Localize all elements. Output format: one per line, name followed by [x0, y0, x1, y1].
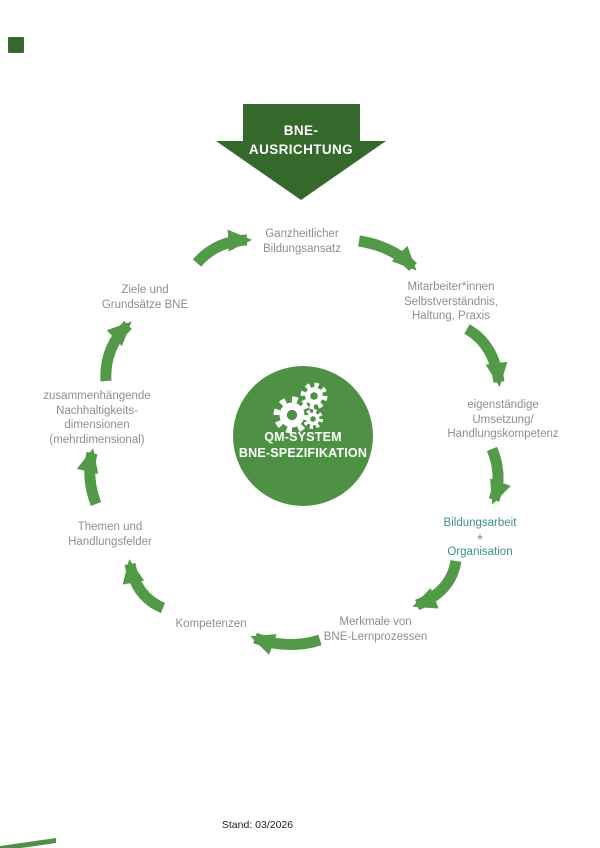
cycle-label-ziele-grundsaetze-bne: Ziele und Grundsätze BNE [75, 283, 215, 312]
title-line: BNE-SPEZIFIKATION [238, 445, 368, 460]
bottom-edge-accent [0, 838, 56, 848]
label-line: Nachhaltigkeits- [56, 404, 138, 417]
title-line: AUSRICHTUNG [248, 142, 354, 157]
cycle-label-merkmale-bne-lernprozesse: Merkmale von BNE-Lernprozessen [293, 615, 458, 644]
label-line: Umsetzung/ [472, 413, 534, 426]
footer-date: Stand: 03/2026 [221, 819, 294, 831]
cycle-arrow-mitarbeiter-to-eigenstaendige [464, 324, 508, 387]
label-line: Merkmale von [339, 616, 412, 628]
label-line: Grundsätze BNE [101, 298, 189, 311]
label-line: Ziele und [121, 284, 169, 296]
label-line: eigenständige [467, 399, 539, 411]
label-line: BNE-Lernprozessen [323, 630, 428, 643]
cycle-label-nachhaltigkeitsdimensionen: zusammenhängende Nachhaltigkeits- dimens… [22, 389, 172, 447]
label-line: Organisation [447, 546, 513, 559]
cycle-label-bildungsarbeit-organisation: Bildungsarbeit + Organisation [410, 516, 550, 560]
bne-ausrichtung-title: BNE- AUSRICHTUNG [216, 121, 386, 159]
label-line: Selbstverständnis, [404, 295, 498, 308]
corner-accent-square [8, 37, 24, 53]
title-line: QM-SYSTEM [264, 430, 342, 444]
label-line: Ganzheitlicher [265, 228, 339, 240]
label-line: dimensionen [64, 419, 130, 432]
label-line: Handlungskompetenz [447, 428, 559, 441]
cycle-arrow-themen-to-nachhaltigkeit [76, 448, 102, 506]
label-line: Bildungsarbeit [443, 517, 517, 529]
cycle-label-eigenstaendige-umsetzung: eigenständige Umsetzung/ Handlungskompet… [423, 398, 583, 442]
label-line: + [476, 531, 484, 544]
label-line: Bildungsansatz [263, 242, 341, 255]
label-line: Haltung, Praxis [412, 310, 490, 323]
title-line: BNE- [283, 123, 319, 138]
cycle-arrow-bildungsarbeit-to-merkmale [412, 559, 462, 611]
cycle-label-mitarbeiterinnen: Mitarbeiter*innen Selbstverständnis, Hal… [371, 280, 531, 324]
label-line: zusammenhängende [43, 390, 151, 402]
qm-system-title: QM-SYSTEM BNE-SPEZIFIKATION [233, 430, 373, 461]
label-line: Kompetenzen [175, 618, 247, 630]
label-line: Mitarbeiter*innen [407, 281, 495, 293]
cycle-arrow-eigenstaendige-to-bildungsarbeit [486, 446, 511, 505]
cycle-label-kompetenzen: Kompetenzen [151, 617, 271, 632]
label-line: Handlungsfelder [68, 535, 152, 548]
cycle-arrow-nachhaltigkeit-to-ziele [100, 321, 132, 382]
cycle-label-themen-handlungsfelder: Themen und Handlungsfelder [40, 520, 180, 549]
cycle-arrow-kompetenzen-to-themen [122, 559, 166, 614]
label-line: (mehrdimensional) [49, 433, 145, 446]
cycle-label-ganzheitlicher-bildungsansatz: Ganzheitlicher Bildungsansatz [222, 227, 382, 256]
label-line: Themen und [77, 521, 143, 533]
